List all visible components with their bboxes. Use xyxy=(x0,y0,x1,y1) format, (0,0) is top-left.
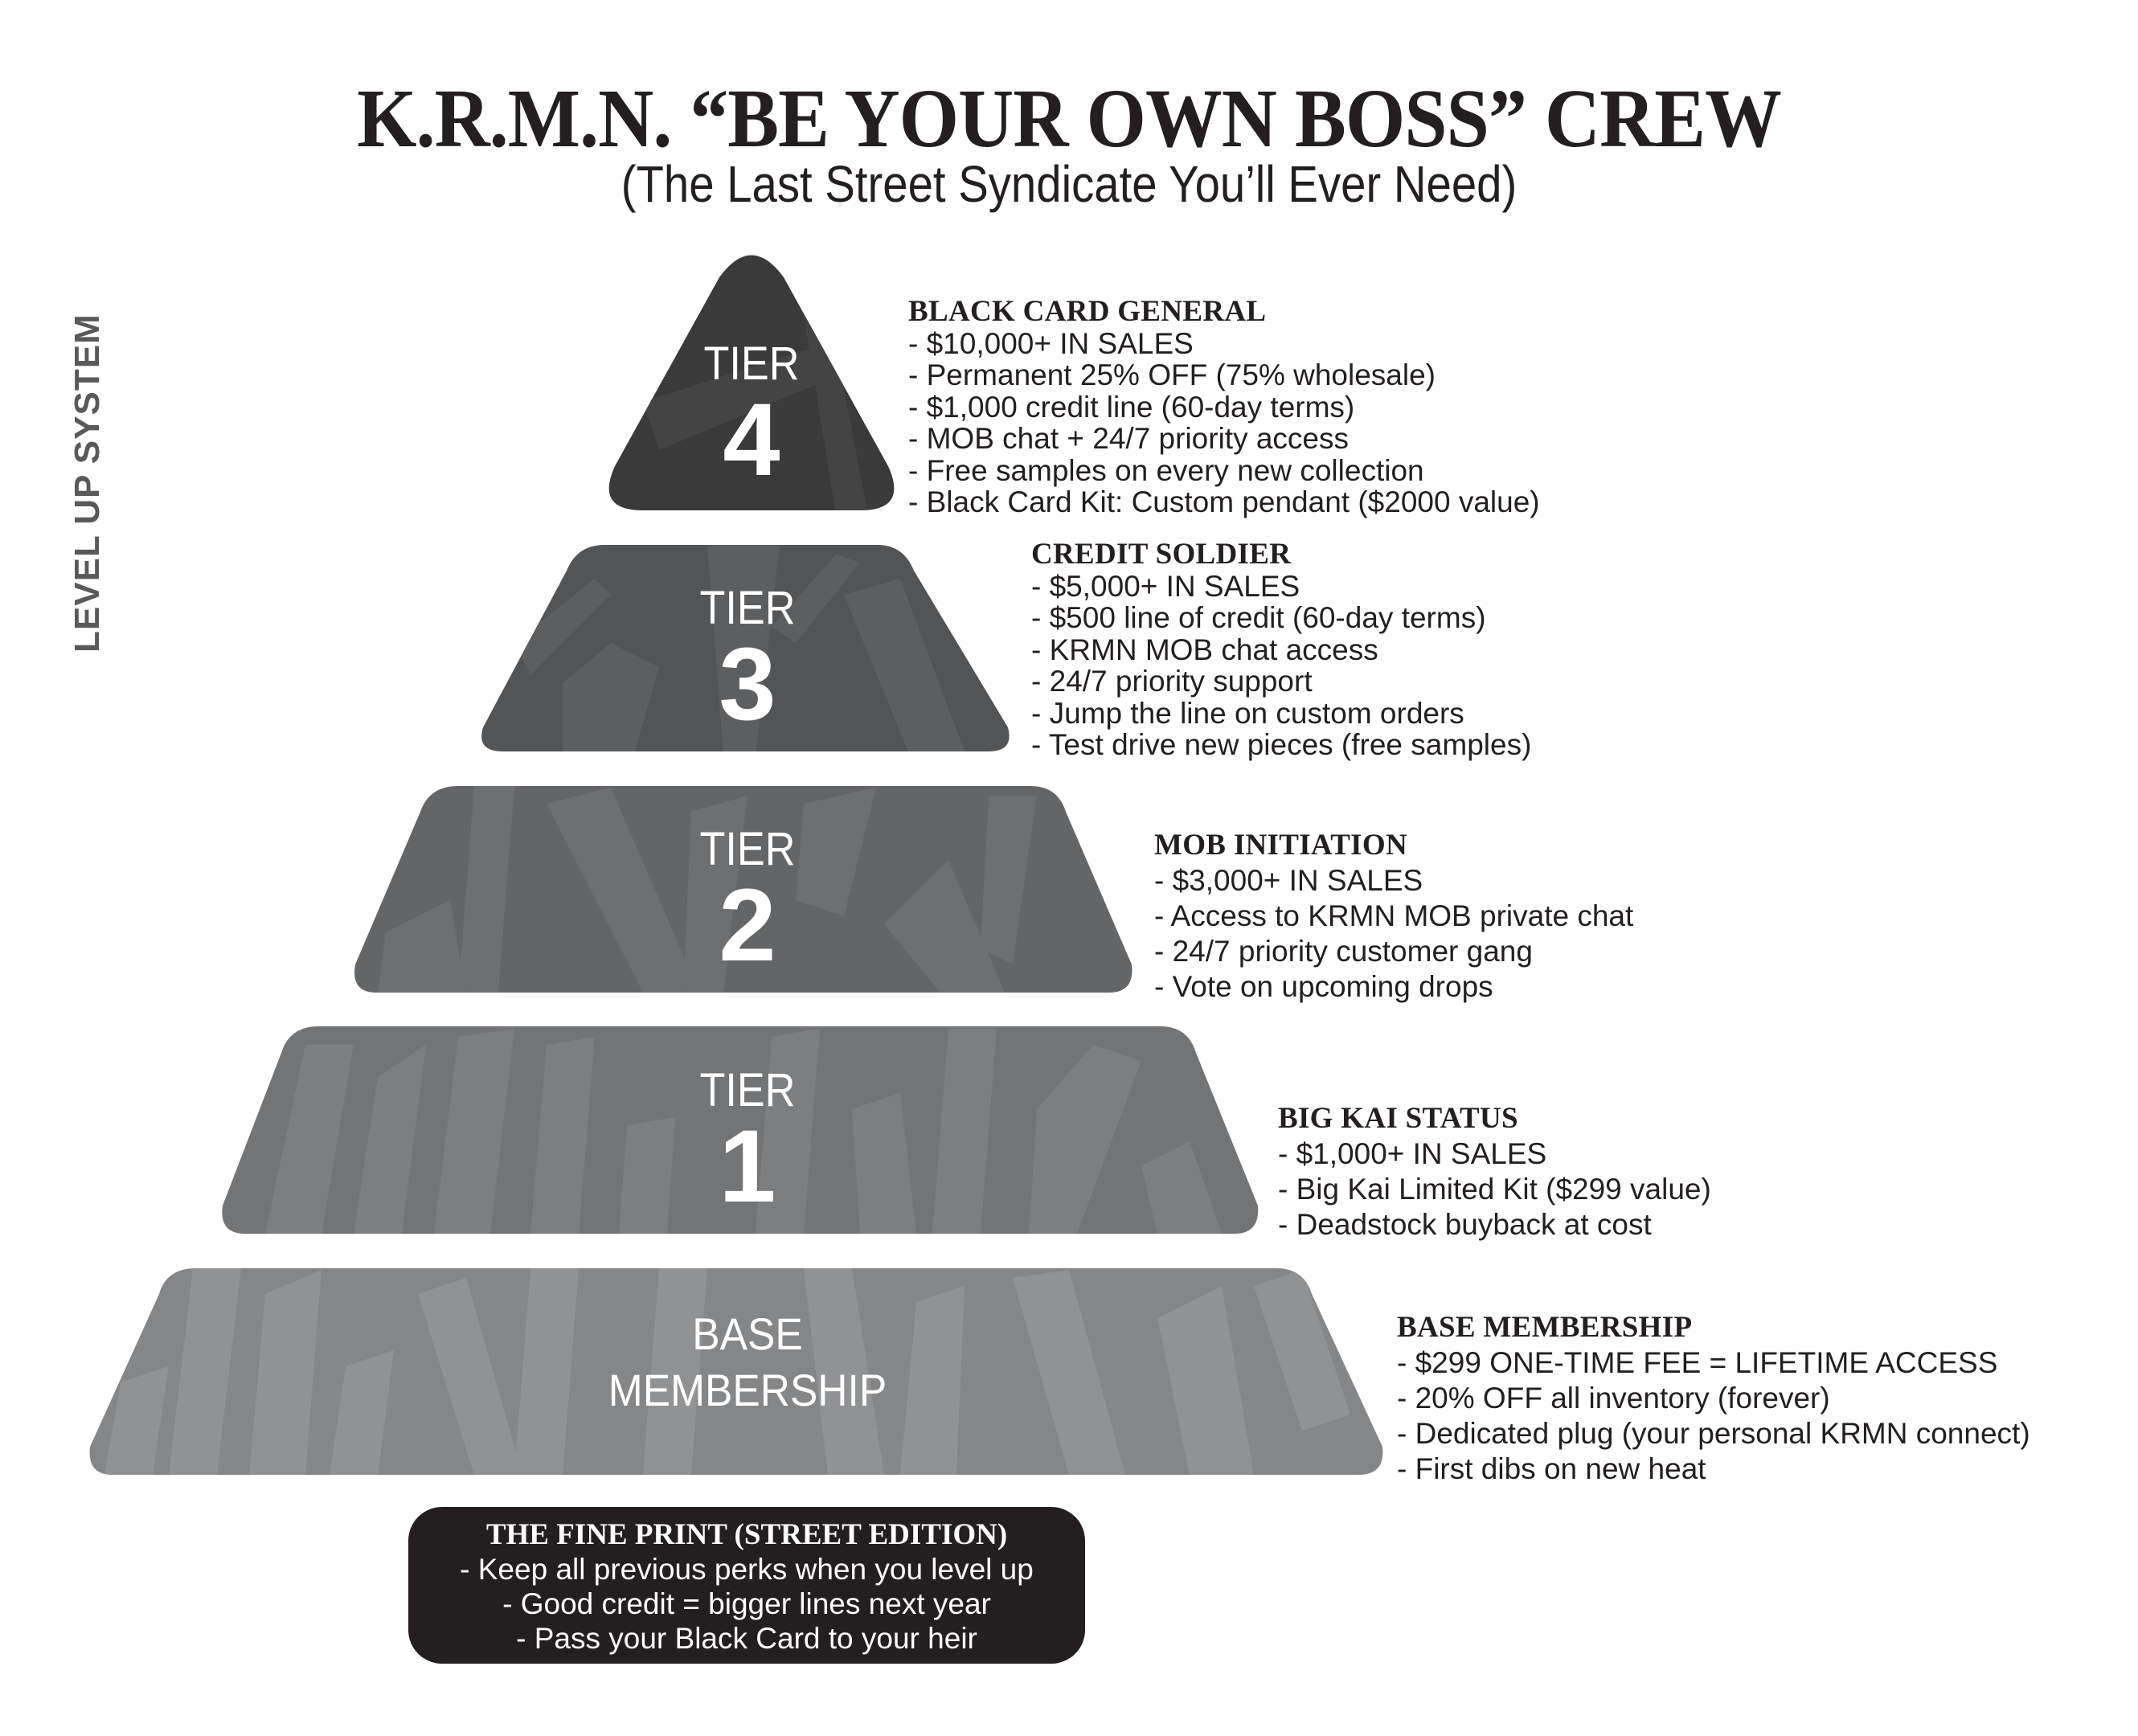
tier-2-perk: - $3,000+ IN SALES xyxy=(1154,864,1423,897)
fine-print-item: - Keep all previous perks when you level… xyxy=(460,1553,1034,1586)
tier-2-perk: - Access to KRMN MOB private chat xyxy=(1154,899,1634,932)
tier-1-perk: - Big Kai Limited Kit ($299 value) xyxy=(1278,1173,1711,1206)
tier-4-perk: - MOB chat + 24/7 priority access xyxy=(908,422,1350,455)
tier-4-perk: - Black Card Kit: Custom pendant ($2000 … xyxy=(908,485,1540,518)
tier-2-word: TIER xyxy=(699,823,796,875)
base-word: BASE xyxy=(692,1308,803,1359)
tier-3-word: TIER xyxy=(699,582,796,634)
tier-1-perk: - Deadstock buyback at cost xyxy=(1278,1208,1652,1241)
tier-4-perk: - $1,000 credit line (60-day terms) xyxy=(908,390,1355,424)
fine-print-item: - Pass your Black Card to your heir xyxy=(516,1622,977,1655)
tier-1-number: 1 xyxy=(719,1109,776,1224)
tier-4-heading: BLACK CARD GENERAL xyxy=(908,295,1267,328)
tier-3-perk: - $500 line of credit (60-day terms) xyxy=(1031,601,1486,634)
tier-3-perk: - Jump the line on custom orders xyxy=(1031,696,1464,730)
base-brush-texture xyxy=(104,1268,1350,1475)
tier-3-heading: CREDIT SOLDIER xyxy=(1031,538,1292,571)
tier-3-description: CREDIT SOLDIER - $5,000+ IN SALES - $500… xyxy=(1031,538,1531,761)
tier-2-perk: - 24/7 priority customer gang xyxy=(1154,935,1533,968)
tier-4-perk: - Free samples on every new collection xyxy=(908,453,1424,487)
tier-4-perk: - $10,000+ IN SALES xyxy=(908,326,1194,360)
base-membership-label: BASE MEMBERSHIP xyxy=(547,1306,948,1419)
base-membership-description: BASE MEMBERSHIP - $299 ONE-TIME FEE = LI… xyxy=(1397,1310,2030,1487)
tier-2-label: TIER 2 xyxy=(667,825,828,977)
tier-4-number: 4 xyxy=(723,383,780,497)
tier-2-perk: - Vote on upcoming drops xyxy=(1154,970,1493,1003)
base-membership-perk: - $299 ONE-TIME FEE = LIFETIME ACCESS xyxy=(1397,1346,1998,1379)
tier-4-description: BLACK CARD GENERAL - $10,000+ IN SALES -… xyxy=(908,296,1540,518)
page-subtitle: (The Last Street Syndicate You’ll Ever N… xyxy=(621,155,1517,213)
tier-3-perk: - KRMN MOB chat access xyxy=(1031,633,1378,666)
tier-2-brush-texture xyxy=(378,786,1037,993)
tier-1-heading: BIG KAI STATUS xyxy=(1278,1102,1518,1135)
page-title: K.R.M.N. “BE YOUR OWN BOSS” CREW xyxy=(357,72,1782,165)
tier-1-perk: - $1,000+ IN SALES xyxy=(1278,1137,1547,1170)
tier-4-label: TIER 4 xyxy=(671,339,832,492)
base-membership-perk: - Dedicated plug (your personal KRMN con… xyxy=(1397,1417,2030,1450)
tier-3-label: TIER 3 xyxy=(667,583,828,736)
tier-3-brush-texture xyxy=(514,545,965,751)
tier-3-perk: - $5,000+ IN SALES xyxy=(1031,569,1300,603)
tier-3-perk: - 24/7 priority support xyxy=(1031,665,1313,698)
tier-1-label: TIER 1 xyxy=(667,1066,828,1218)
membership-word: MEMBERSHIP xyxy=(608,1365,887,1415)
tier-3-number: 3 xyxy=(719,627,776,742)
base-membership-perk: - First dibs on new heat xyxy=(1397,1452,1706,1485)
base-membership-heading: BASE MEMBERSHIP xyxy=(1397,1311,1693,1344)
tier-1-description: BIG KAI STATUS - $1,000+ IN SALES - Big … xyxy=(1278,1101,1711,1243)
fine-print-box: THE FINE PRINT (STREET EDITION) - Keep a… xyxy=(408,1507,1085,1664)
tier-4-word: TIER xyxy=(703,338,800,390)
base-membership-perk: - 20% OFF all inventory (forever) xyxy=(1397,1382,1830,1415)
tier-1-brush-texture xyxy=(265,1029,1222,1234)
tier-1-word: TIER xyxy=(699,1064,796,1116)
fine-print-heading: THE FINE PRINT (STREET EDITION) xyxy=(485,1518,1008,1551)
tier-3-perk: - Test drive new pieces (free samples) xyxy=(1031,728,1532,761)
tier-4-perk: - Permanent 25% OFF (75% wholesale) xyxy=(908,358,1436,391)
tier-2-heading: MOB INITIATION xyxy=(1154,829,1407,862)
tier-2-description: MOB INITIATION - $3,000+ IN SALES - Acce… xyxy=(1154,828,1633,1005)
tier-2-number: 2 xyxy=(719,868,776,983)
fine-print-item: - Good credit = bigger lines next year xyxy=(502,1587,991,1620)
